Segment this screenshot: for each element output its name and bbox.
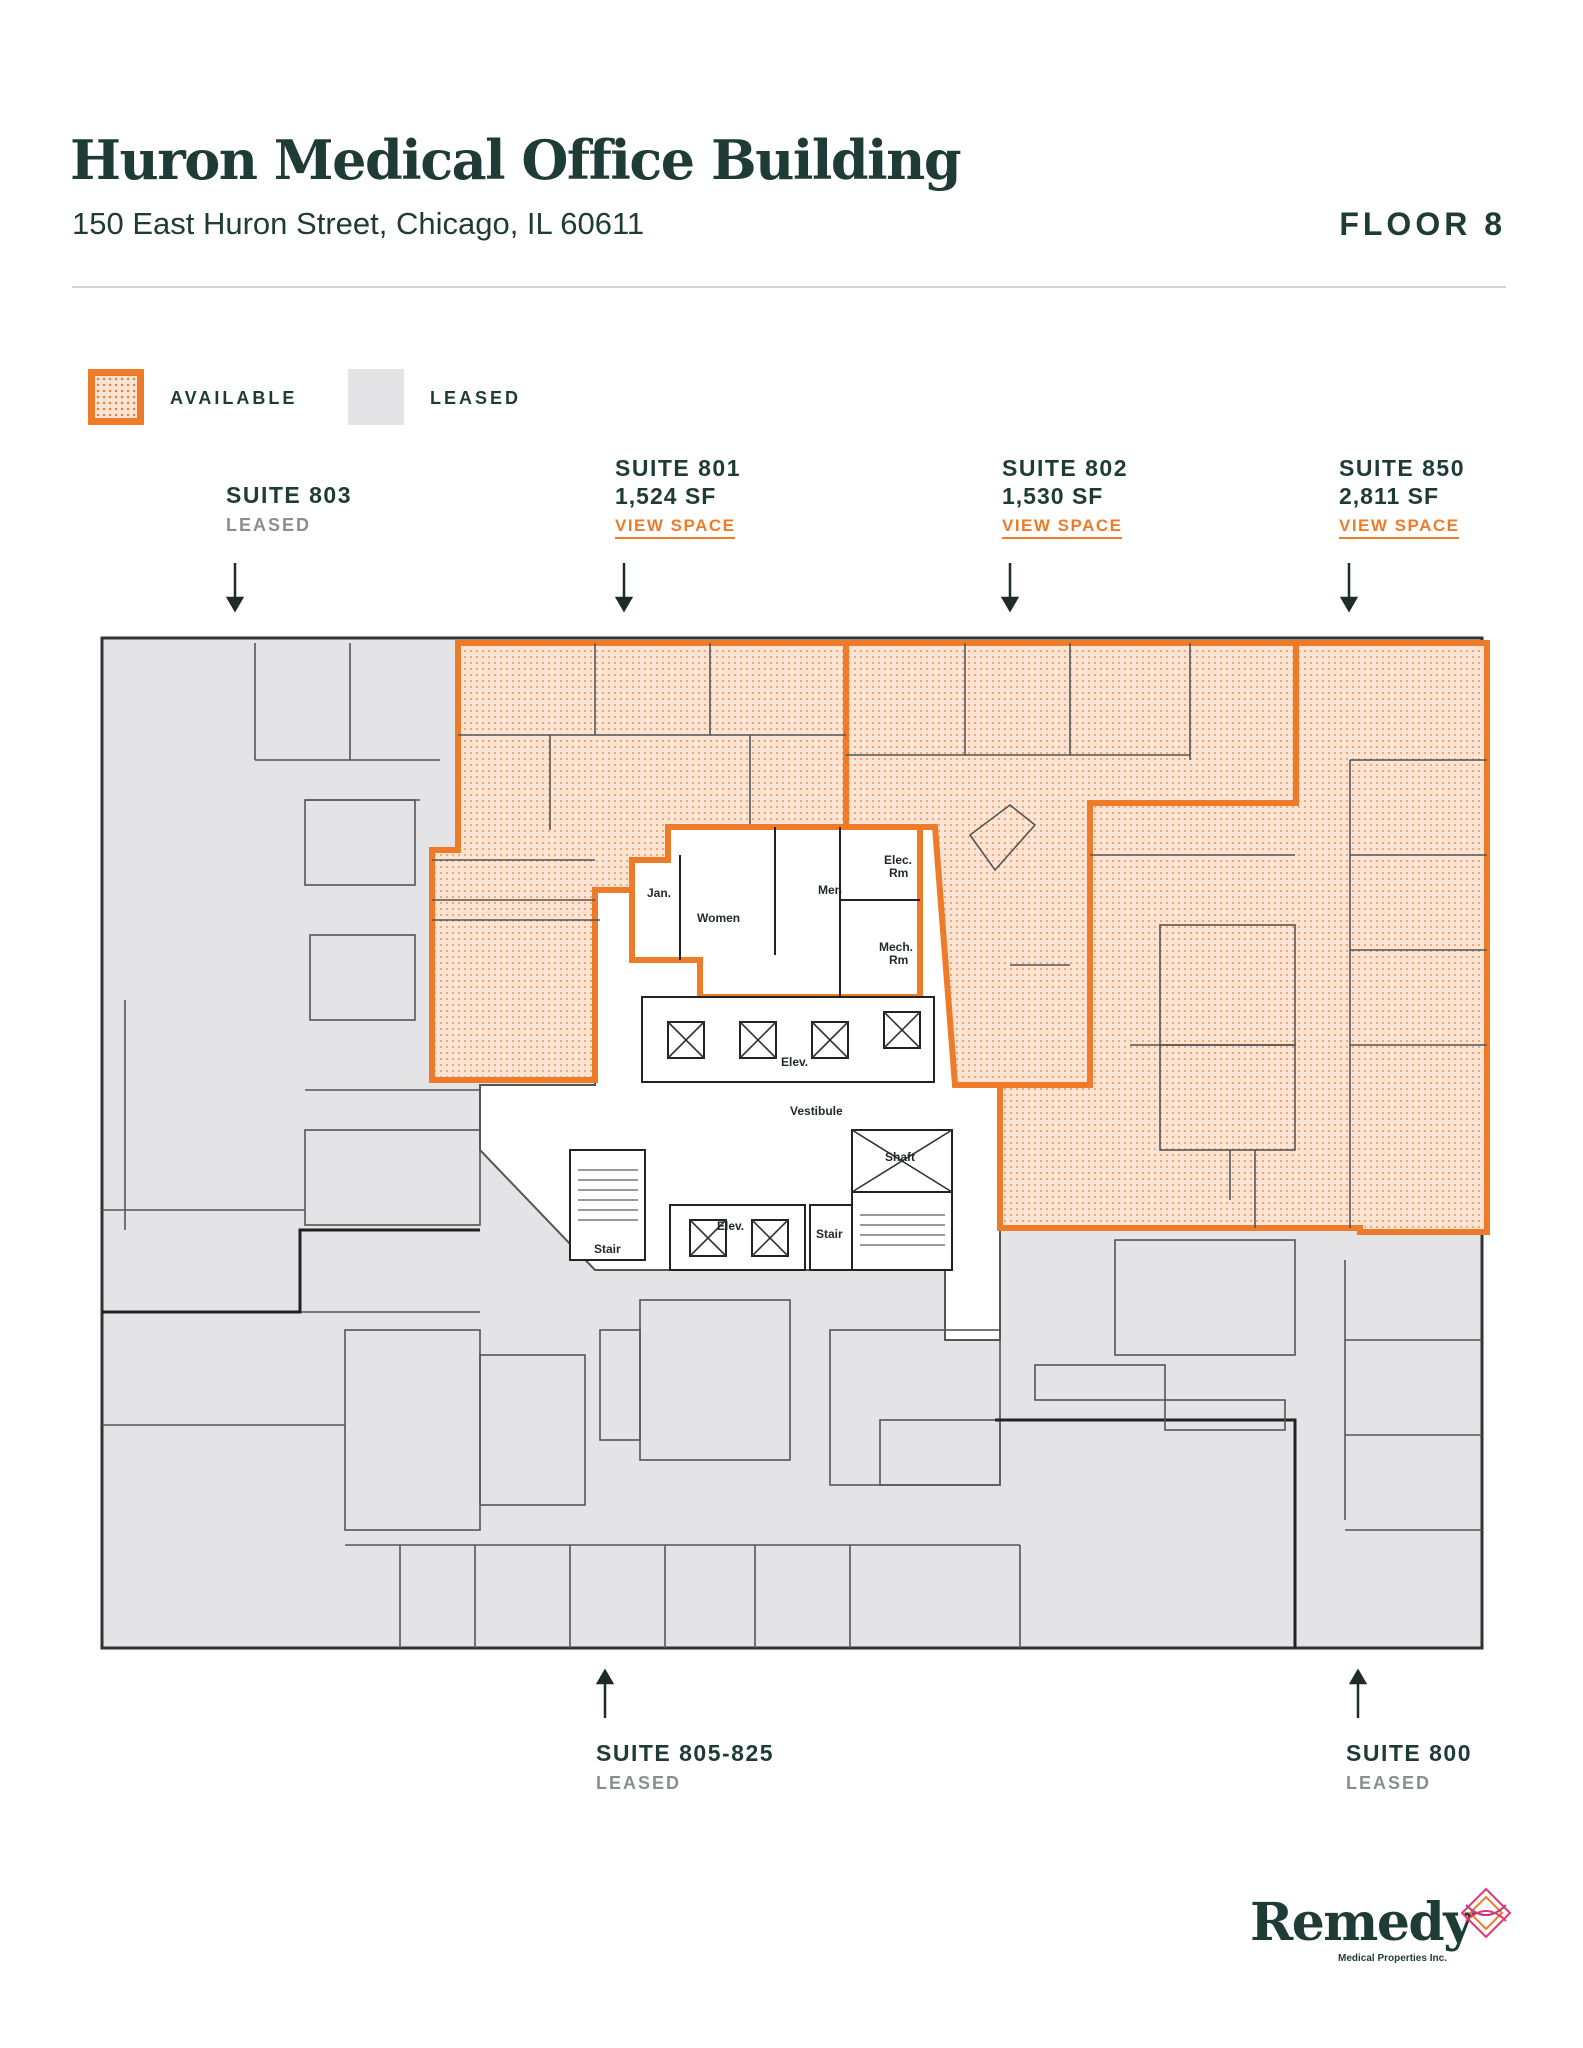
suite-850-name: SUITE 850 — [1339, 455, 1465, 481]
room-label-men: Men — [818, 883, 842, 897]
room-label-stair-right: Stair — [816, 1227, 843, 1241]
remedy-mark-icon — [1460, 1887, 1512, 1939]
suite-803-status: LEASED — [226, 515, 312, 535]
room-label-mech-1: Mech. — [879, 940, 913, 954]
suite-800-status: LEASED — [1346, 1773, 1432, 1793]
suite-800-name: SUITE 800 — [1346, 1740, 1472, 1766]
suite-805-825-callout: SUITE 805-825 LEASED — [596, 1740, 774, 1794]
logo-wordmark: Remedy — [1250, 1892, 1473, 1953]
suite-802-area: 1,530 SF — [1002, 483, 1104, 509]
room-label-stair-left: Stair — [594, 1242, 621, 1256]
core-rooms — [569, 824, 953, 1271]
room-label-elev-lower: Elev. — [717, 1219, 744, 1233]
interior-walls — [102, 643, 1487, 1648]
room-label-women: Women — [697, 911, 740, 925]
suite-801-area: 1,524 SF — [615, 483, 717, 509]
arrow-805-825-head — [595, 1668, 615, 1685]
floor-label: FLOOR 8 — [1339, 206, 1506, 242]
suite-803-name: SUITE 803 — [226, 482, 352, 508]
arrow-802-head — [1000, 596, 1020, 613]
room-label-vestibule: Vestibule — [790, 1104, 843, 1118]
suite-801-name: SUITE 801 — [615, 455, 741, 481]
suite-802-name: SUITE 802 — [1002, 455, 1128, 481]
room-label-mech-2: Rm — [889, 953, 908, 967]
suite-803-callout: SUITE 803 LEASED — [226, 482, 352, 536]
building-address: 150 East Huron Street, Chicago, IL 60611 — [72, 206, 645, 241]
arrow-801-head — [614, 596, 634, 613]
legend-available-label: AVAILABLE — [170, 388, 298, 408]
suite-800-callout: SUITE 800 LEASED — [1346, 1740, 1472, 1794]
legend-available-swatch — [88, 369, 144, 425]
legend-leased-swatch — [348, 369, 404, 425]
room-label-elec-1: Elec. — [884, 853, 912, 867]
suite-802-view-space-link[interactable]: VIEW SPACE — [1002, 516, 1123, 539]
arrow-803-head — [225, 596, 245, 613]
suite-802-callout: SUITE 802 1,530 SF VIEW SPACE — [1002, 455, 1128, 539]
header-divider — [72, 286, 1506, 288]
suite-850-area-shape — [997, 640, 1490, 1235]
logo-tagline: Medical Properties Inc. — [1338, 1953, 1447, 1964]
suite-850-area: 2,811 SF — [1339, 483, 1440, 509]
room-labels: Jan. Women Men Elec. Rm Mech. Rm Elev. V… — [594, 853, 915, 1256]
suite-805-825-status: LEASED — [596, 1773, 682, 1793]
arrow-800-head — [1348, 1668, 1368, 1685]
legend-leased-label: LEASED — [430, 388, 522, 408]
suite-801-view-space-link[interactable]: VIEW SPACE — [615, 516, 736, 539]
room-label-jan: Jan. — [647, 886, 671, 900]
stair-treads — [578, 1169, 945, 1246]
suite-805-825-name: SUITE 805-825 — [596, 1740, 775, 1766]
suite-850-view-space-link[interactable]: VIEW SPACE — [1339, 516, 1460, 539]
suite-850-callout: SUITE 850 2,811 SF VIEW SPACE — [1339, 455, 1465, 539]
suite-arrows — [225, 563, 1368, 1718]
room-label-elec-2: Rm — [889, 866, 908, 880]
arrow-850-head — [1339, 596, 1359, 613]
remedy-logo: Remedy Medical Properties Inc. — [1250, 1887, 1512, 1964]
room-label-elev-upper: Elev. — [781, 1055, 808, 1069]
suite-801-callout: SUITE 801 1,524 SF VIEW SPACE — [615, 455, 741, 539]
page-title: Huron Medical Office Building — [70, 128, 962, 192]
room-label-shaft: Shaft — [885, 1150, 915, 1164]
elevator-crosses — [667, 1011, 953, 1257]
